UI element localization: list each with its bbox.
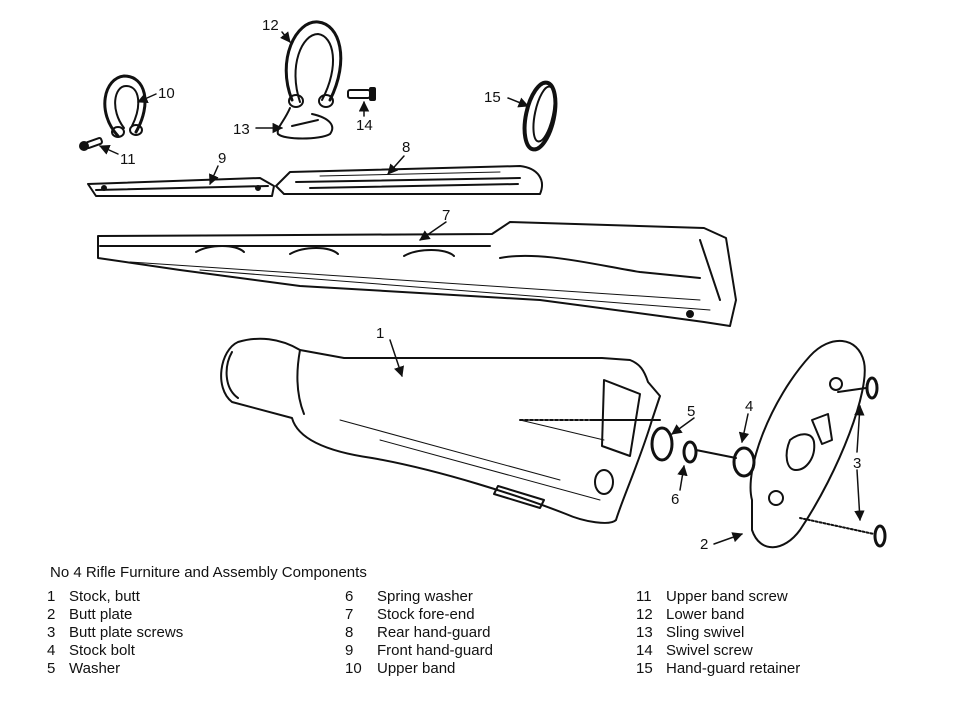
legend-number: 8	[345, 624, 354, 641]
legend-number: 2	[47, 606, 56, 623]
figure-caption: No 4 Rifle Furniture and Assembly Compon…	[50, 564, 367, 581]
upper-band-part	[103, 74, 147, 138]
stock-butt-part	[220, 337, 661, 524]
legend-number: 7	[345, 606, 354, 623]
butt-plate-part	[749, 340, 866, 549]
legend-item: 11 Upper band screw	[636, 588, 800, 606]
legend-column-1: 1 Stock, butt 2 Butt plate 3 Butt plate scr…	[47, 588, 183, 678]
legend-label: Spring washer	[377, 588, 473, 605]
legend-item: 12 Lower band	[636, 606, 800, 624]
callout-13: 13	[233, 121, 250, 138]
legend-label: Rear hand-guard	[377, 624, 491, 641]
legend-number: 3	[47, 624, 56, 641]
callout-2: 2	[700, 536, 708, 553]
legend-column-2: 6 Spring washer 7 Stock fore-end 8 Rear han…	[345, 588, 493, 678]
legend-number: 9	[345, 642, 354, 659]
butt-plate-screws-part	[799, 376, 887, 548]
callout-4: 4	[745, 398, 753, 415]
stock-fore-end-part	[97, 221, 737, 327]
legend-item: 14 Swivel screw	[636, 642, 800, 660]
legend-number: 5	[47, 660, 56, 677]
legend-number: 6	[345, 588, 354, 605]
legend-label: Front hand-guard	[377, 642, 493, 659]
sling-swivel-part	[276, 107, 334, 140]
legend-item: 6 Spring washer	[345, 588, 493, 606]
legend-item: 2 Butt plate	[47, 606, 183, 624]
spring-washer-part	[682, 440, 698, 464]
legend-label: Washer	[69, 660, 121, 677]
swivel-screw-part	[347, 87, 376, 101]
callout-11: 11	[120, 151, 136, 168]
legend-item: 9 Front hand-guard	[345, 642, 493, 660]
legend-item: 13 Sling swivel	[636, 624, 800, 642]
legend-label: Sling swivel	[666, 624, 745, 641]
legend-column-3: 11 Upper band screw 12 Lower band 13 Sling …	[636, 588, 800, 678]
legend-label: Stock, butt	[69, 588, 140, 605]
callout-3: 3	[853, 455, 861, 472]
legend-label: Butt plate	[69, 606, 133, 623]
upper-band-screw-part	[79, 137, 103, 151]
callout-6: 6	[671, 491, 679, 508]
stock-bolt-part	[695, 446, 756, 478]
legend-number: 14	[636, 642, 653, 659]
callout-14: 14	[356, 117, 373, 134]
legend-item: 15 Hand-guard retainer	[636, 660, 800, 678]
legend-item: 7 Stock fore-end	[345, 606, 493, 624]
exploded-diagram: 1 2 3 4 5 6 7 8 9 10 11 12 13 14 15	[79, 17, 887, 553]
legend-label: Upper band	[377, 660, 456, 677]
legend-item: 4 Stock bolt	[47, 642, 183, 660]
legend-item: 5 Washer	[47, 660, 183, 678]
legend-number: 12	[636, 606, 653, 623]
rear-hand-guard-part	[275, 165, 543, 195]
legend-label: Hand-guard retainer	[666, 660, 801, 677]
legend-number: 4	[47, 642, 56, 659]
callout-9: 9	[218, 150, 226, 167]
callout-15: 15	[484, 89, 501, 106]
washer-part	[650, 426, 674, 462]
callout-5: 5	[687, 403, 695, 420]
legend-item: 3 Butt plate screws	[47, 624, 183, 642]
legend-label: Upper band screw	[666, 588, 788, 605]
callout-10: 10	[158, 85, 175, 102]
hand-guard-retainer-part	[522, 80, 558, 152]
legend-label: Stock bolt	[69, 642, 135, 659]
legend-number: 10	[345, 660, 362, 677]
front-hand-guard-part	[87, 177, 275, 197]
legend-label: Butt plate screws	[69, 624, 184, 641]
legend-label: Lower band	[666, 606, 745, 623]
legend-number: 1	[47, 588, 56, 605]
callout-1: 1	[376, 325, 384, 342]
legend-number: 15	[636, 660, 653, 677]
legend-label: Stock fore-end	[377, 606, 475, 623]
callout-7: 7	[442, 207, 450, 224]
callout-12: 12	[262, 17, 279, 34]
callout-8: 8	[402, 139, 410, 156]
legend-number: 13	[636, 624, 653, 641]
lower-band-part	[284, 20, 343, 108]
legend-item: 8 Rear hand-guard	[345, 624, 493, 642]
legend-item: 1 Stock, butt	[47, 588, 183, 606]
legend-item: 10 Upper band	[345, 660, 493, 678]
legend-label: Swivel screw	[666, 642, 753, 659]
legend-number: 11	[636, 588, 652, 605]
